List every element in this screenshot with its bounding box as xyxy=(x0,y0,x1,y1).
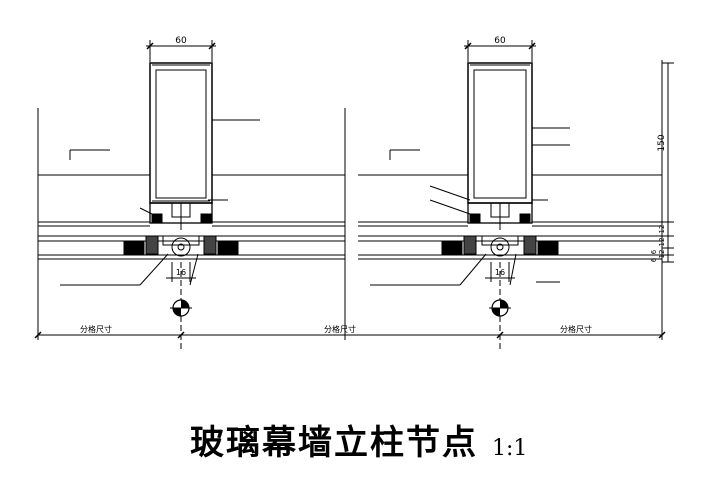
drawing-title-block: 玻璃幕墙立柱节点 1:1 xyxy=(190,414,527,464)
centerlines xyxy=(34,262,666,350)
left-centerline-symbol xyxy=(170,299,192,317)
left-bottom-dimension-text: 16 xyxy=(176,268,186,277)
vertical-dim-6b: 6 xyxy=(650,257,658,262)
left-top-dimension-text: 60 xyxy=(175,36,187,46)
middle-span-label: 分格尺寸 xyxy=(324,324,356,334)
left-span-label: 分格尺寸 xyxy=(80,324,112,334)
vertical-dim-150: 150 xyxy=(657,134,667,151)
vertical-dim-6a: 6 xyxy=(650,249,658,254)
right-span-label: 分格尺寸 xyxy=(560,324,592,334)
right-centerline-symbol xyxy=(489,299,511,317)
drawing-title: 玻璃幕墙立柱节点 xyxy=(190,423,478,463)
right-bottom-dimension-text: 16 xyxy=(495,268,505,277)
right-node xyxy=(344,40,663,340)
left-node xyxy=(37,40,345,340)
drawing-scale: 1:1 xyxy=(492,436,528,461)
vertical-dim-12c: 12 xyxy=(658,250,666,259)
vertical-dim-12a: 12 xyxy=(658,225,666,234)
vertical-dim-12b: 12 xyxy=(658,238,666,247)
right-top-dimension-text: 60 xyxy=(494,36,506,46)
vertical-dimension xyxy=(662,62,674,263)
